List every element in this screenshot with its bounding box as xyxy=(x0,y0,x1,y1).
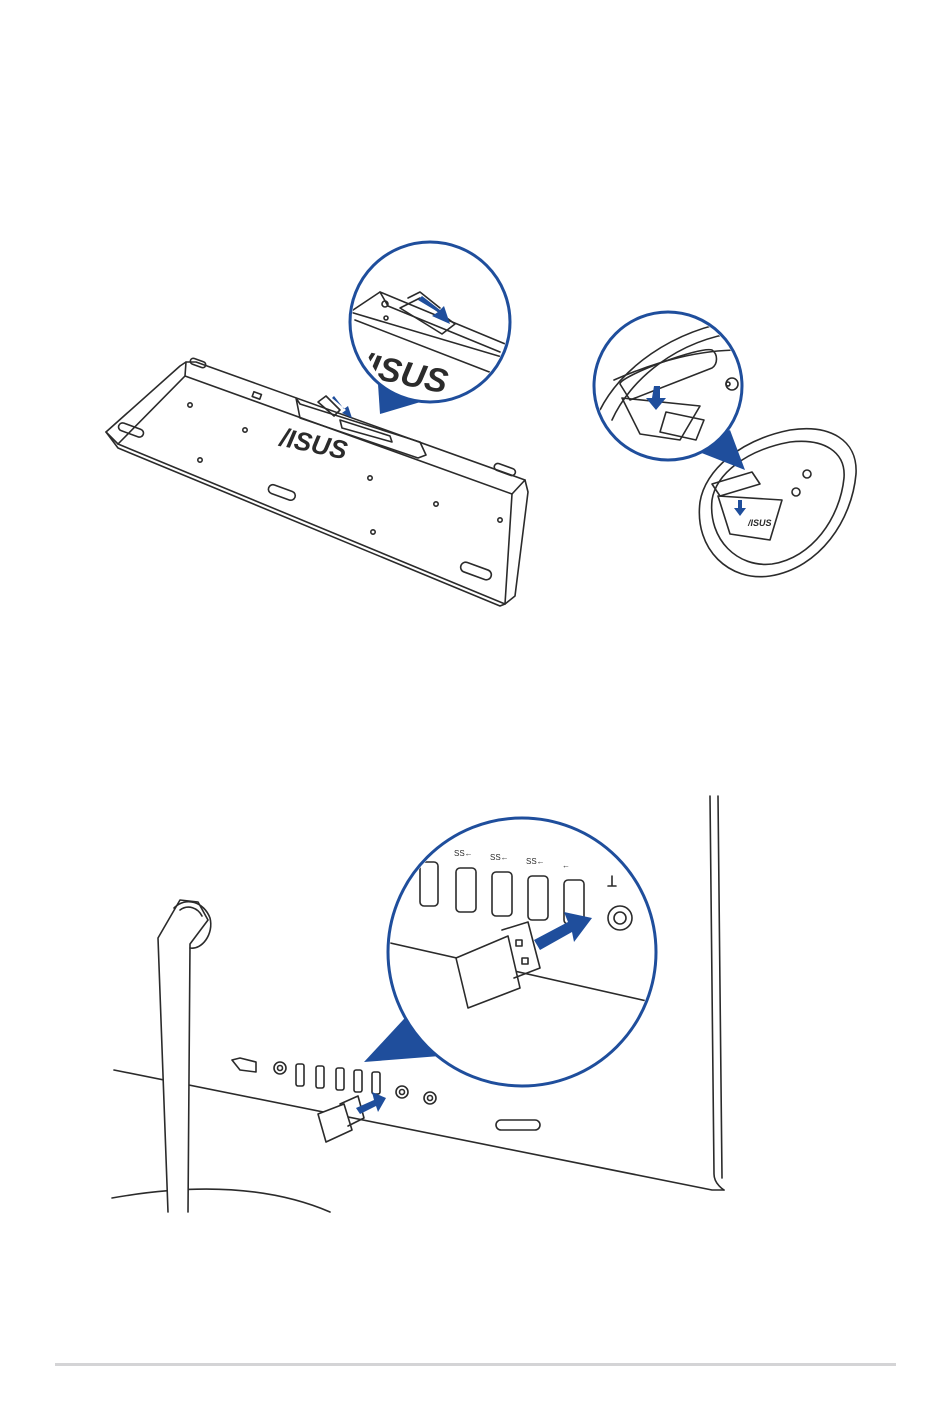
usb-zoom-circle: SS← SS← SS← ← xyxy=(386,818,660,1086)
port-label-4: ← xyxy=(562,861,570,870)
keyboard-zoom-circle: /ISUS xyxy=(350,242,512,402)
usb-callout-pointer xyxy=(364,1006,440,1062)
usb-receiver-small xyxy=(318,1096,364,1142)
usb-insert-arrow-zoom xyxy=(534,912,592,950)
monitor-stand xyxy=(158,900,211,1212)
monitor-back xyxy=(112,796,724,1212)
keyboard-mouse-battery-illustration: /ISUS /ISUS xyxy=(0,0,950,640)
footer-rule xyxy=(55,1363,896,1366)
mouse-zoom-circle xyxy=(594,312,742,460)
port-label-3: SS← xyxy=(526,857,545,866)
port-label-2: SS← xyxy=(490,853,509,862)
io-port-panel xyxy=(232,1058,540,1130)
usb-insert-arrow-small xyxy=(356,1092,386,1114)
mouse-logo: /ISUS xyxy=(747,518,772,528)
port-label-1: SS← xyxy=(454,849,473,858)
